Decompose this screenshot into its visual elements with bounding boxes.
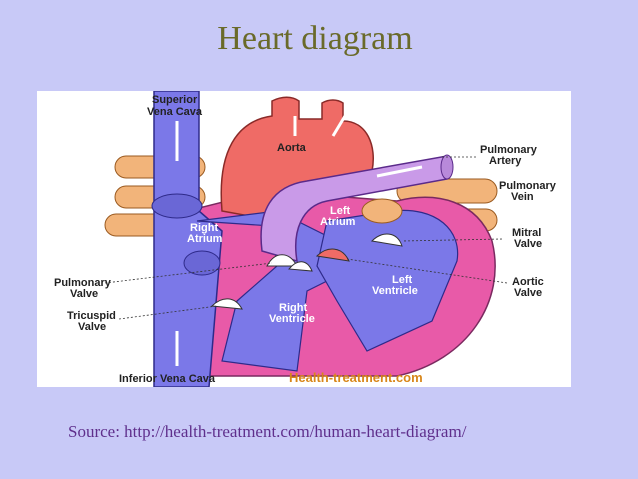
- label-pulmonary-artery-1: Pulmonary: [480, 144, 538, 156]
- label-right-ventricle-1: Right: [279, 302, 307, 314]
- label-right-ventricle-2: Ventricle: [269, 313, 315, 325]
- source-caption: Source: http://health-treatment.com/huma…: [68, 422, 467, 441]
- heart-diagram: Superior Vena Cava Aorta Pulmonary Arter…: [54, 91, 557, 387]
- slide-title: Heart diagram: [217, 20, 413, 57]
- label-right-atrium-1: Right: [190, 222, 218, 234]
- left-chambers: [316, 209, 459, 352]
- label-left-ventricle-2: Ventricle: [372, 285, 418, 297]
- label-aorta: Aorta: [277, 142, 307, 154]
- valves: [210, 233, 403, 310]
- label-left-atrium-1: Left: [330, 205, 351, 217]
- label-left-ventricle-1: Left: [392, 274, 413, 286]
- heart-diagram-figure: Superior Vena Cava Aorta Pulmonary Arter…: [37, 91, 571, 387]
- label-tricuspid-valve-2: Valve: [78, 321, 106, 333]
- watermark: Health-treatment.com: [289, 370, 423, 385]
- label-right-atrium-2: Atrium: [187, 233, 223, 245]
- label-mitral-valve-1: Mitral: [512, 227, 541, 239]
- label-superior-vena-cava-1: Superior: [152, 94, 198, 106]
- label-superior-vena-cava-2: Vena Cava: [147, 106, 203, 118]
- label-pulmonary-vein-2: Vein: [511, 191, 534, 203]
- leader-lines: [104, 156, 508, 320]
- label-aortic-valve-2: Valve: [514, 287, 542, 299]
- label-left-atrium-2: Atrium: [320, 216, 356, 228]
- vena-cava: [153, 91, 223, 387]
- label-aortic-valve-1: Aortic: [512, 276, 544, 288]
- aorta: [220, 96, 374, 222]
- label-pulmonary-valve-1: Pulmonary: [54, 277, 112, 289]
- label-pulmonary-valve-2: Valve: [70, 288, 98, 300]
- label-pulmonary-vein-1: Pulmonary: [499, 180, 557, 192]
- label-inferior-vena-cava: Inferior Vena Cava: [119, 373, 216, 385]
- label-mitral-valve-2: Valve: [514, 238, 542, 250]
- label-pulmonary-artery-2: Artery: [489, 155, 522, 167]
- label-tricuspid-valve-1: Tricuspid: [67, 310, 116, 322]
